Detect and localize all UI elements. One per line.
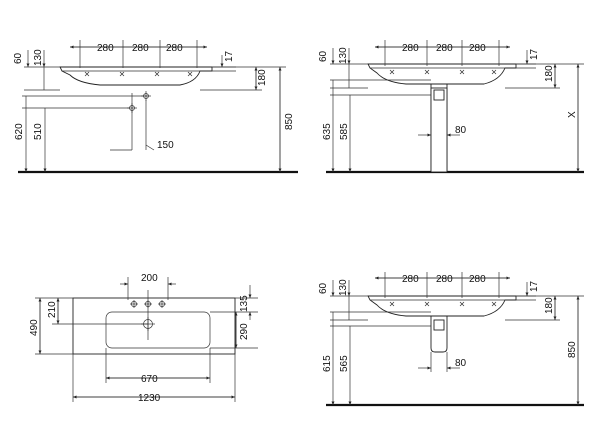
dim-280-b: 280 [436,43,453,54]
dim-280-a: 280 [402,43,419,54]
dim-510: 510 [33,123,44,140]
dim-200: 200 [141,273,158,284]
dim-280-c: 280 [166,43,183,54]
dim-180: 180 [544,297,555,314]
dim-60: 60 [13,52,24,64]
dim-180: 180 [257,69,268,86]
view-with-semi-pedestal: 280 280 280 60 130 17 180 850 [318,272,584,407]
dim-635: 635 [322,123,333,140]
dim-620: 620 [14,123,25,140]
dim-280-a: 280 [97,43,114,54]
dim-80: 80 [455,358,467,369]
view-with-pedestal: 280 280 280 60 130 17 180 X [318,40,584,174]
dim-180: 180 [544,65,555,82]
dim-130: 130 [33,49,44,66]
dim-670: 670 [141,374,158,385]
dim-280-c: 280 [469,43,486,54]
dim-280-c: 280 [469,274,486,285]
dim-615: 615 [322,355,333,372]
view-wall-mounted: 280 280 280 60 130 17 180 [13,40,298,174]
dim-585: 585 [339,123,350,140]
dim-130: 130 [338,47,349,64]
dim-60: 60 [318,50,329,62]
dim-280-b: 280 [132,43,149,54]
dim-x: X [567,111,578,118]
dim-60: 60 [318,282,329,294]
dim-850: 850 [284,113,295,130]
dim-290: 290 [239,323,250,340]
dim-17: 17 [529,280,540,292]
dim-280-a: 280 [402,274,419,285]
dim-210: 210 [47,301,58,318]
dim-135: 135 [239,295,250,312]
dim-280-b: 280 [436,274,453,285]
view-plan: 200 490 210 135 290 [29,273,258,404]
dim-150: 150 [157,140,174,151]
dim-130: 130 [338,279,349,296]
dim-17: 17 [224,50,235,62]
dim-850: 850 [567,341,578,358]
dim-17: 17 [529,48,540,60]
dim-1230: 1230 [138,393,161,404]
dim-565: 565 [339,355,350,372]
dim-490: 490 [29,319,40,336]
dim-80: 80 [455,125,467,136]
